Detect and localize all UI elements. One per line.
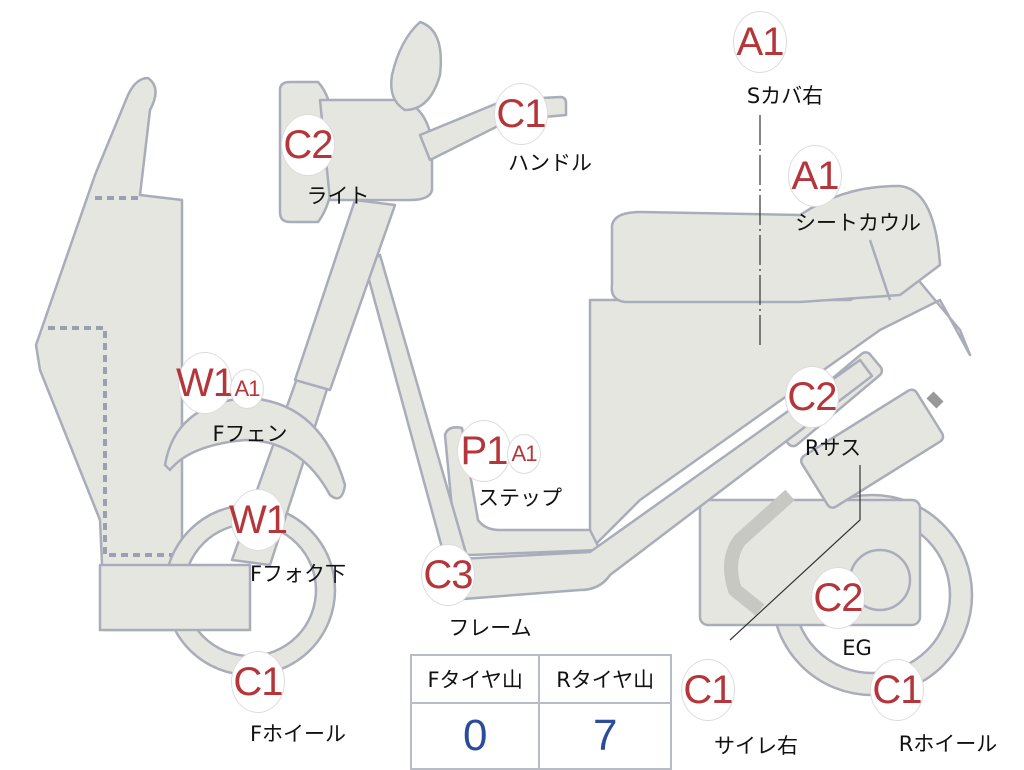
part-code-badge: C2 — [281, 114, 335, 176]
part-label: Rサス — [804, 436, 862, 460]
part-label: Sカバ右 — [746, 84, 824, 108]
part-label: シートカウル — [795, 211, 921, 235]
rear-tire-value: 7 — [538, 702, 672, 770]
part-label: ステップ — [478, 486, 562, 510]
part-code-badge-secondary: A1 — [507, 434, 541, 474]
part-code-badge-secondary: A1 — [230, 369, 264, 409]
part-code-badge: W1 — [229, 489, 288, 551]
front-tire-header: Fタイヤ山 — [409, 654, 541, 704]
front-tire-value: 0 — [409, 702, 541, 770]
part-label: Rホイール — [898, 732, 998, 756]
muffler-shape — [799, 388, 945, 509]
part-label: EG — [842, 636, 872, 660]
part-code-badge: C2 — [785, 366, 839, 428]
part-label: Fフェン — [212, 422, 288, 446]
part-code-badge: C2 — [811, 567, 865, 629]
part-code-badge: C3 — [421, 544, 475, 606]
part-code-badge: C1 — [681, 659, 735, 721]
part-code-badge: C1 — [231, 651, 285, 713]
mirror-shape — [390, 20, 442, 112]
part-code-badge: C1 — [494, 83, 548, 145]
part-code-badge: A1 — [788, 145, 842, 207]
rear-tire-header: Rタイヤ山 — [538, 654, 672, 704]
part-label: フレーム — [448, 616, 532, 640]
part-label: Fフォク下 — [249, 562, 347, 586]
part-label: ハンドル — [508, 151, 592, 175]
part-code-badge: P1 — [457, 420, 511, 482]
part-code-badge: A1 — [733, 11, 787, 73]
part-label: Fホイール — [249, 722, 347, 746]
part-code-badge: W1 — [176, 352, 235, 414]
tire-tread-table: Fタイヤ山 Rタイヤ山 0 7 — [409, 654, 672, 770]
part-code-badge: C1 — [870, 659, 924, 721]
part-label: サイレ右 — [714, 734, 798, 758]
part-label: ライト — [306, 184, 370, 208]
